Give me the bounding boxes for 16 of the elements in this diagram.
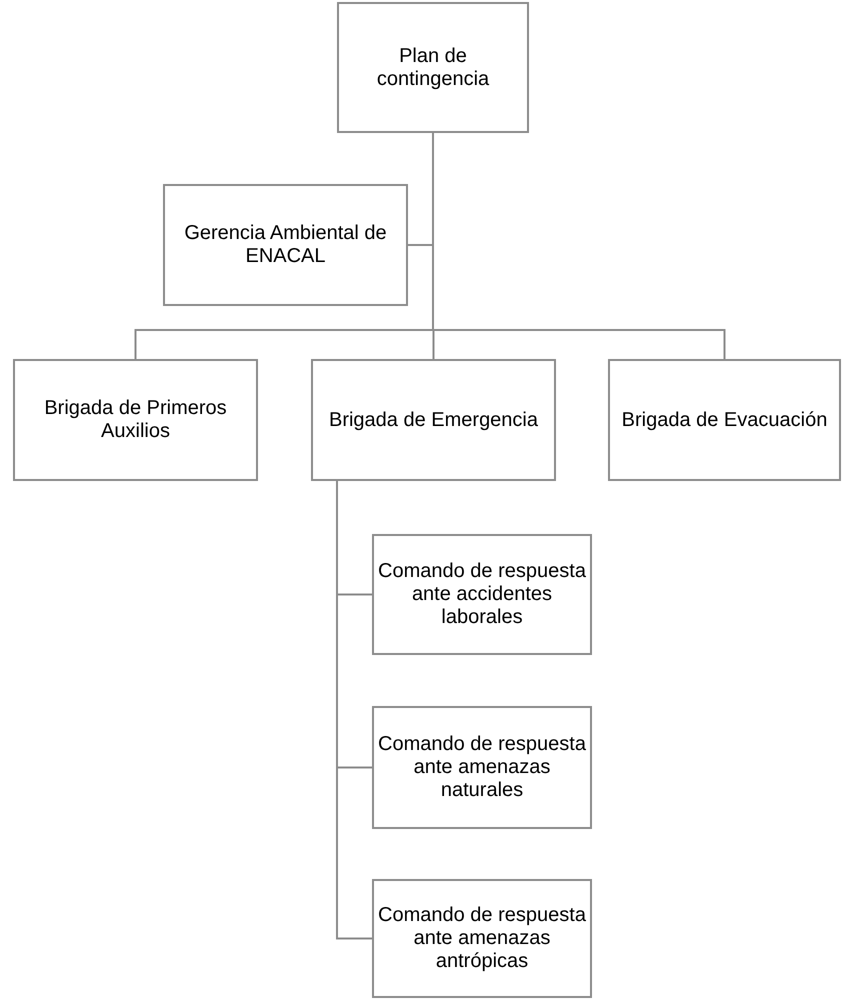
box-label: Gerencia Ambiental de ENACAL [183, 222, 388, 268]
org-box [372, 534, 592, 655]
box-label: Brigada de Evacuación [622, 408, 828, 432]
box-label: Brigada de Primeros Auxilios [43, 397, 228, 443]
org-box [13, 359, 258, 481]
org-box [372, 706, 592, 829]
box-label: Comando de respuesta ante amenazas naturales [378, 733, 586, 802]
org-box [337, 2, 529, 133]
org-box [163, 184, 408, 306]
box-label: Comando de respuesta ante accidentes laborales [378, 560, 586, 629]
box-label: Plan de contingencia [376, 44, 490, 90]
org-box [608, 359, 841, 481]
box-label: Brigada de Emergencia [328, 408, 538, 432]
org-box [311, 359, 556, 481]
box-label: Comando de respuesta ante amenazas antrópicas [378, 904, 586, 973]
org-box [372, 879, 592, 998]
